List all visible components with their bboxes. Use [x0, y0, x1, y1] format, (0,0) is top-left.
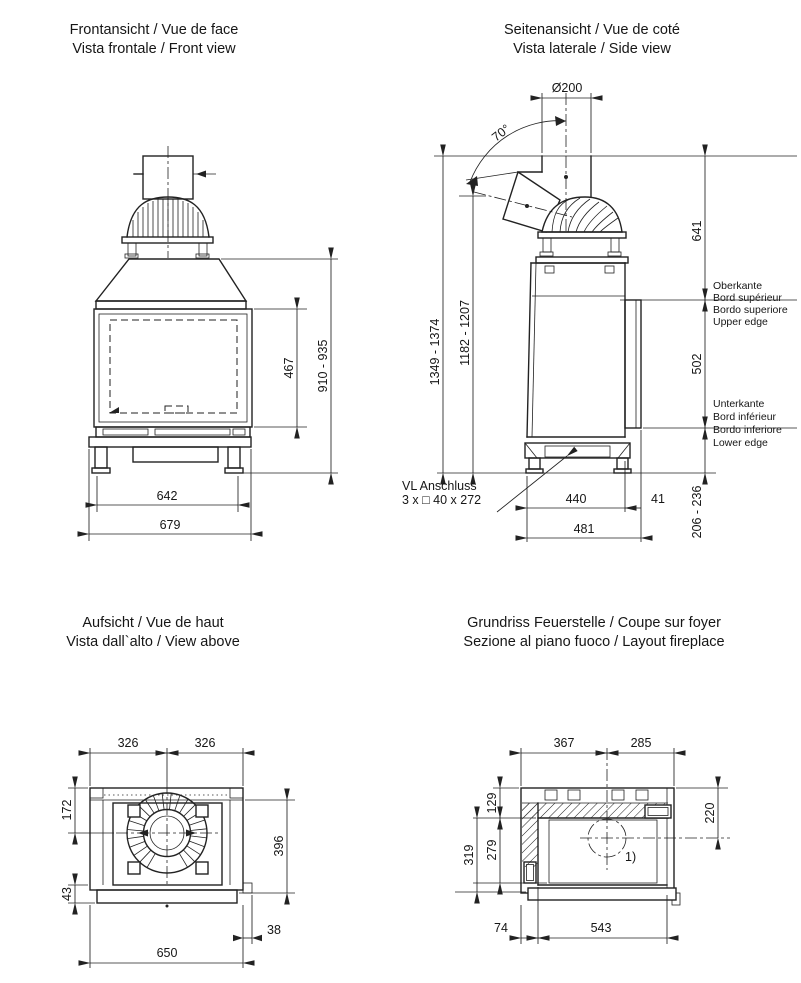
- dim-flue-angle: 70°: [489, 122, 513, 145]
- front-view: Frontansicht / Vue de face Vista frontal…: [70, 22, 338, 541]
- side-left-dimensions: 1349 - 1374 1182 - 1207: [428, 144, 486, 485]
- dim-width-outer: 679: [160, 518, 181, 532]
- front-view-title-line1: Frontansicht / Vue de face: [70, 22, 239, 38]
- rear-panel: [624, 299, 642, 429]
- dim-half-left: 326: [118, 736, 139, 750]
- flue-diameter-dim: Ø200: [530, 81, 603, 153]
- lower-edge-label-it: Bordo inferiore: [713, 424, 782, 436]
- dim-total-depth-layout: 319: [462, 845, 476, 866]
- dim-upper-to-lower: 502: [690, 354, 704, 375]
- layout-dimensions: 367 285 129 279 319 220 74 543: [455, 736, 728, 944]
- vl-anschluss-callout: VL Anschluss 3 x □ 40 x 272: [402, 446, 578, 513]
- dim-front-ledge: 43: [60, 887, 74, 901]
- lower-edge-label-de: Unterkante: [713, 398, 765, 410]
- dim-side-tab: 38: [267, 923, 281, 937]
- upper-edge-label-en: Upper edge: [713, 316, 768, 328]
- dim-overall-width: 650: [157, 946, 178, 960]
- firebox-floor: [548, 819, 658, 884]
- dim-rear-to-flue-center: 220: [703, 803, 717, 824]
- layout-view-title-line2: Sezione al piano fuoco / Layout fireplac…: [463, 634, 724, 650]
- layout-view: Grundriss Feuerstelle / Coupe sur foyer …: [455, 615, 730, 944]
- front-hood: [94, 258, 248, 310]
- side-view: Seitenansicht / Vue de coté Vista latera…: [402, 22, 797, 542]
- layout-flue-section: 1): [580, 748, 730, 870]
- side-right-dimensions: 641 502 206 - 236: [690, 144, 708, 539]
- front-base: [88, 426, 252, 474]
- dim-front-height: 910 - 935: [316, 340, 330, 393]
- side-view-title-line2: Vista laterale / Side view: [513, 41, 671, 57]
- door-handle-mark: [109, 407, 119, 413]
- left-firebrick: [522, 803, 538, 867]
- side-bottom-dimensions: 440 41 481: [515, 430, 665, 542]
- dim-flue-height: 1182 - 1207: [458, 300, 472, 366]
- flue-angle-arc: 70°: [466, 116, 567, 186]
- front-flue-collar: [133, 146, 216, 258]
- above-body: [89, 787, 253, 908]
- dim-lower-to-floor: 206 - 236: [690, 486, 704, 539]
- layout-view-title-line1: Grundriss Feuerstelle / Coupe sur foyer: [467, 615, 721, 631]
- upper-edge-label-fr: Bord supérieur: [713, 292, 782, 304]
- side-edge-labels: Oberkante Bord supérieur Bordo superiore…: [713, 280, 788, 449]
- dim-flue-diameter: Ø200: [552, 81, 583, 95]
- door-front: [527, 887, 677, 901]
- side-base: [524, 442, 632, 474]
- right-component: [644, 804, 672, 819]
- vl-label-line1: VL Anschluss: [402, 479, 477, 493]
- front-door: [93, 308, 253, 428]
- dim-chamber-width: 543: [591, 921, 612, 935]
- above-view-title-line1: Aufsicht / Vue de haut: [82, 615, 223, 631]
- upper-edge-label-de: Oberkante: [713, 280, 762, 292]
- footnote-marker: 1): [625, 850, 636, 864]
- back-firebrick: [522, 803, 668, 818]
- front-dimensions: 467 910 - 935 642 679: [77, 247, 338, 541]
- upper-edge-label-it: Bordo superiore: [713, 304, 788, 316]
- dim-body-depth: 396: [272, 836, 286, 857]
- dim-base-depth: 440: [566, 492, 587, 506]
- front-heat-exchanger-dome: [121, 196, 214, 259]
- dim-left-wall: 74: [494, 921, 508, 935]
- dim-total-height: 1349 - 1374: [428, 319, 442, 386]
- dim-rear-to-flue: 172: [60, 800, 74, 821]
- dim-top-to-upper: 641: [690, 221, 704, 242]
- vl-duct: [544, 445, 611, 458]
- front-view-title-line2: Vista frontale / Front view: [72, 41, 236, 57]
- dim-rear-right: 285: [631, 736, 652, 750]
- dim-glass-height: 467: [282, 358, 296, 379]
- dim-rear-offset: 41: [651, 492, 665, 506]
- side-view-title-line1: Seitenansicht / Vue de coté: [504, 22, 680, 38]
- above-view: Aufsicht / Vue de haut Vista dall`alto /…: [60, 615, 295, 968]
- layout-body: [520, 787, 681, 906]
- dim-chamber-depth: 279: [485, 840, 499, 861]
- side-tab: [242, 882, 253, 894]
- dim-total-depth: 481: [574, 522, 595, 536]
- lower-edge-label-fr: Bord inférieur: [713, 411, 777, 423]
- vl-label-line2: 3 x □ 40 x 272: [402, 493, 481, 507]
- side-axes: [473, 93, 573, 233]
- above-view-title-line2: Vista dall`alto / View above: [66, 634, 240, 650]
- dim-back-wall: 129: [485, 793, 499, 814]
- lower-edge-label-en: Lower edge: [713, 437, 768, 449]
- above-dome: [116, 782, 218, 884]
- side-body: [526, 256, 642, 438]
- dim-rear-left: 367: [554, 736, 575, 750]
- dim-half-right: 326: [195, 736, 216, 750]
- above-dimensions: 326 326 172 43 396 38 650: [60, 736, 295, 968]
- side-heat-exchanger-dome: [537, 196, 627, 257]
- dim-width-inner: 642: [157, 489, 178, 503]
